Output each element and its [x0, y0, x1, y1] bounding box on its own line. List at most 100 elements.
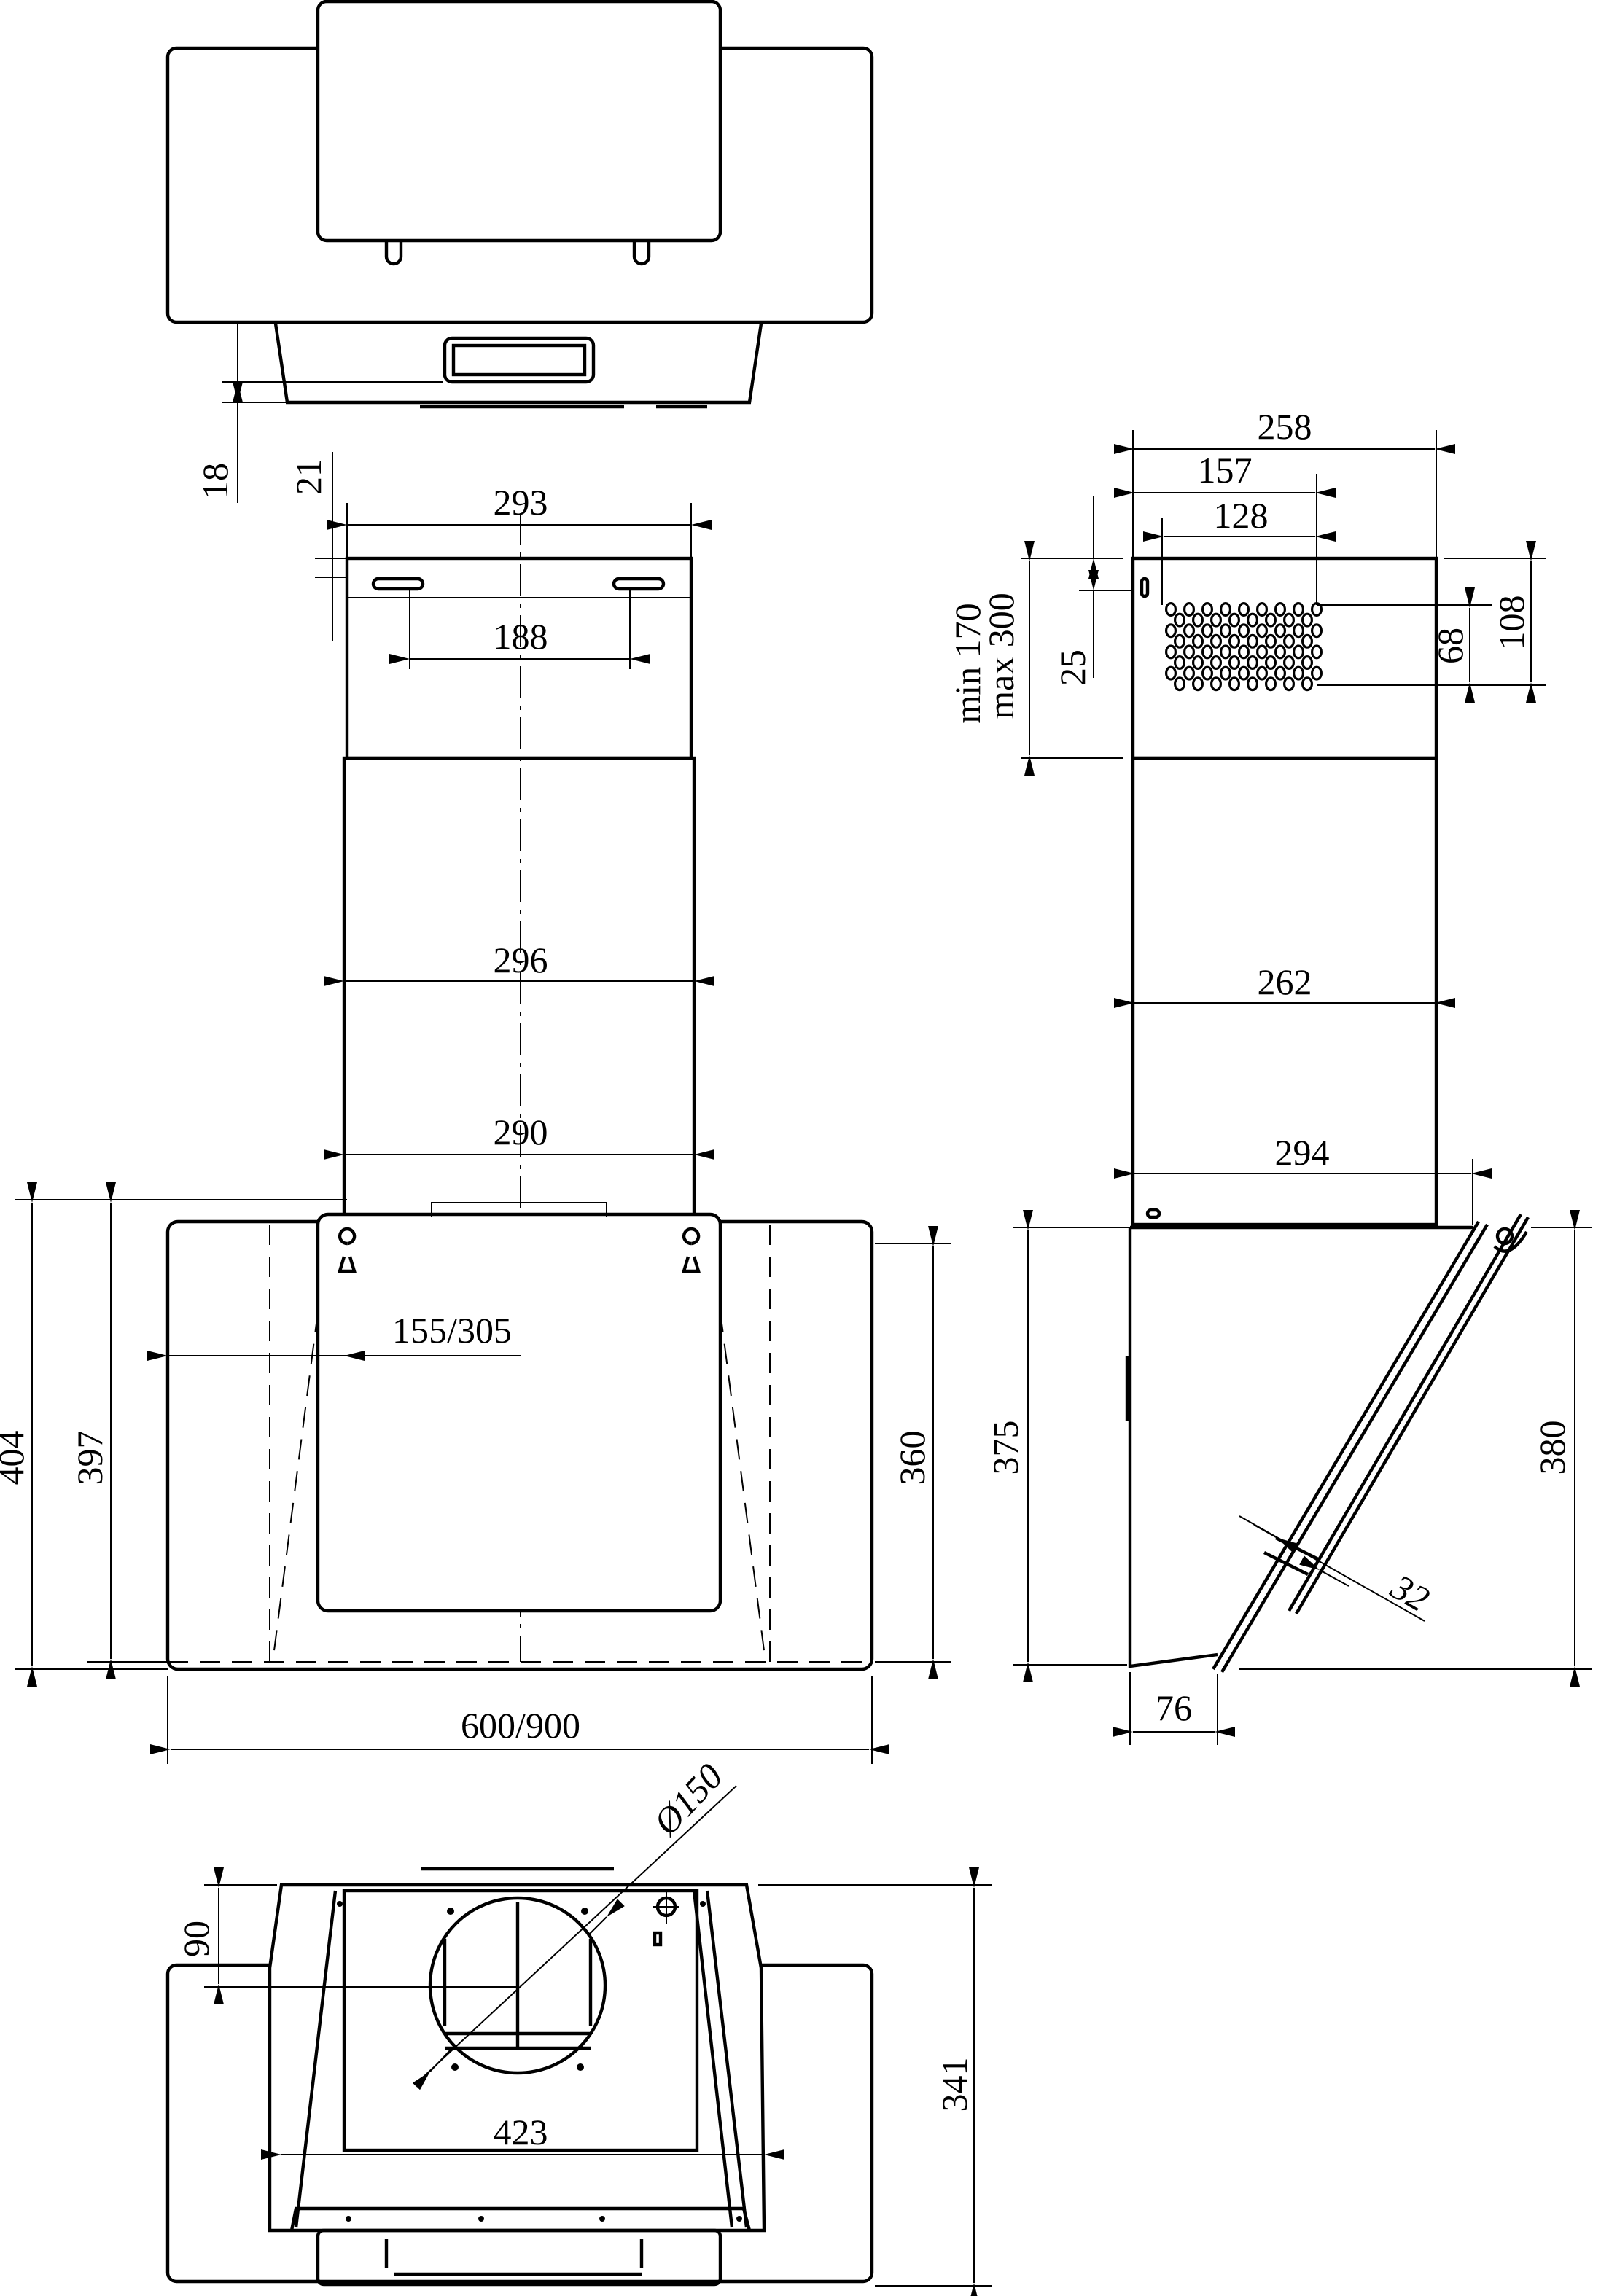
dim-chimney-depth: 262 — [1258, 961, 1312, 1002]
vent-hole — [1164, 665, 1177, 681]
dim-hood-height: 375 — [985, 1421, 1026, 1475]
vent-hole — [1201, 623, 1213, 639]
vent-hole — [1237, 665, 1250, 681]
dim-chimney-width: 296 — [494, 940, 548, 980]
vent-hole — [1310, 665, 1323, 681]
vent-hole — [1264, 633, 1277, 649]
vent-hole — [1310, 644, 1323, 660]
vent-hole — [1282, 655, 1295, 670]
dim-range-min: min 170 — [947, 603, 988, 723]
vent-hole — [1301, 676, 1313, 692]
dim-bracket-offset: 21 — [288, 458, 329, 495]
vent-hole — [1219, 623, 1231, 639]
vent-hole — [1173, 676, 1185, 692]
glass-pegs — [384, 242, 651, 266]
dim-grill-right: 157 — [1198, 450, 1253, 491]
dim-upper-width: 293 — [494, 482, 548, 523]
dim-grill-width: 128 — [1214, 495, 1269, 536]
vent-hole — [1282, 676, 1295, 692]
dim-bracket-spacing: 188 — [494, 616, 548, 657]
top-view: 18 21 — [165, 0, 874, 641]
vent-hole — [1201, 665, 1213, 681]
vent-hole — [1246, 676, 1258, 692]
air-outlet — [428, 1896, 607, 2075]
vent-hole — [1228, 612, 1240, 628]
dim-glass-gap: 32 — [1384, 1566, 1436, 1620]
vent-hole — [1237, 601, 1250, 617]
dim-chimney-base-side: 294 — [1275, 1132, 1330, 1173]
screw-holes — [337, 1901, 742, 2222]
dim-bottom-depth: 76 — [1156, 1687, 1192, 1728]
vent-hole — [1301, 655, 1313, 670]
vent-hole — [1255, 623, 1268, 639]
vent-hole — [1255, 601, 1268, 617]
side-view: 258 157 128 min 170 max 300 25 108 68 26… — [947, 406, 1592, 1745]
bracket-slot-right — [612, 577, 666, 591]
dim-chimney-base: 290 — [494, 1112, 548, 1152]
glass-front-side — [1288, 1213, 1530, 1615]
front-view: 293 188 296 290 155/305 404 397 360 600/… — [0, 482, 951, 1764]
inner-glass-panel — [316, 1212, 722, 1613]
control-display-inner — [451, 343, 587, 377]
vent-hole — [1183, 665, 1195, 681]
vent-hole — [1183, 601, 1195, 617]
hood-body-side — [1128, 1225, 1473, 1668]
vent-hole — [1292, 623, 1304, 639]
vent-hole — [1228, 676, 1240, 692]
dim-grill-height: 68 — [1430, 628, 1470, 664]
vent-hole — [1310, 623, 1323, 639]
vent-hole — [1219, 665, 1231, 681]
front-strip — [289, 2206, 752, 2231]
dim-outlet-offset: 90 — [176, 1921, 217, 1957]
side-lower-chimney — [1131, 756, 1438, 1227]
dim-depth: 258 — [1258, 406, 1312, 447]
vent-hole — [1209, 655, 1222, 670]
keyhole-icon — [338, 1227, 701, 1273]
vent-hole — [1201, 601, 1213, 617]
front-glass-edge — [316, 2228, 722, 2287]
body-trapezoid — [273, 323, 763, 405]
vent-hole — [1264, 676, 1277, 692]
vent-hole — [1164, 601, 1177, 617]
dim-total-height: 404 — [0, 1431, 31, 1485]
crosshair-icon — [653, 1892, 679, 1947]
control-display — [443, 336, 596, 384]
vent-hole — [1164, 644, 1177, 660]
vent-hole — [1301, 633, 1313, 649]
vent-hole — [1183, 644, 1195, 660]
vent-hole — [1219, 601, 1231, 617]
dim-glass-height-side: 380 — [1532, 1421, 1573, 1475]
dim-total-width: 600/900 — [461, 1705, 580, 1746]
vent-hole — [1173, 633, 1185, 649]
vent-hole — [1201, 644, 1213, 660]
vent-hole — [1209, 612, 1222, 628]
vent-hole — [1228, 655, 1240, 670]
vent-hole — [1219, 644, 1231, 660]
vent-hole — [1274, 665, 1286, 681]
dim-side-offset: 155/305 — [392, 1310, 512, 1351]
vent-hole — [1191, 633, 1204, 649]
vent-hole — [1209, 633, 1222, 649]
vent-hole — [1191, 655, 1204, 670]
vent-hole — [1191, 676, 1204, 692]
dim-width-bottom: 423 — [494, 2112, 548, 2152]
vent-hole — [1274, 623, 1286, 639]
bracket-slot-left — [371, 577, 425, 591]
glass-panel-side — [1212, 1220, 1489, 1674]
vent-hole — [1173, 655, 1185, 670]
vent-hole — [1282, 633, 1295, 649]
vent-hole — [1183, 623, 1195, 639]
vent-hole — [1191, 612, 1204, 628]
vent-hole — [1209, 676, 1222, 692]
dim-glass-height: 397 — [69, 1431, 110, 1485]
vent-hole — [1274, 601, 1286, 617]
dim-inner-height: 360 — [892, 1431, 932, 1485]
vent-hole — [1255, 665, 1268, 681]
dim-grill-bottom: 108 — [1491, 596, 1532, 650]
vent-hole — [1292, 601, 1304, 617]
dim-range-max: max 300 — [981, 593, 1021, 719]
vent-hole — [1228, 633, 1240, 649]
vent-hole — [1246, 633, 1258, 649]
vent-hole — [1237, 623, 1250, 639]
vent-grill — [1164, 601, 1323, 692]
